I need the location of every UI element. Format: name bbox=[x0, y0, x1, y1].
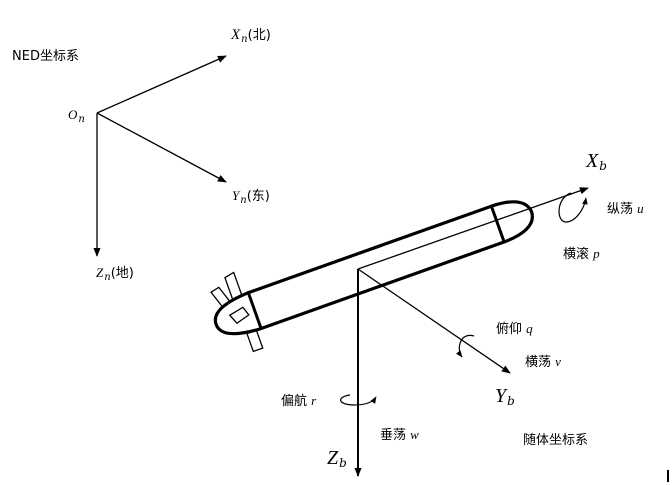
yaw-name: 偏航 bbox=[281, 394, 308, 409]
vehicle-fins bbox=[210, 271, 264, 353]
ned-y-subscript: n bbox=[240, 195, 247, 206]
heave-name: 垂荡 bbox=[380, 428, 407, 443]
ned-z-subscript: n bbox=[104, 272, 111, 283]
ned-y-direction: (东) bbox=[246, 189, 270, 204]
body-y-subscript: b bbox=[507, 394, 515, 408]
body-x-axis-label: Xb bbox=[586, 150, 607, 173]
underwater-vehicle bbox=[210, 200, 534, 353]
ned-z-direction: (地) bbox=[110, 266, 134, 281]
corner-mark bbox=[667, 470, 669, 482]
roll-label: 横滚 p bbox=[563, 247, 600, 261]
body-x-subscript: b bbox=[599, 159, 607, 173]
roll-name: 横滚 bbox=[563, 247, 590, 262]
sway-label: 横荡 v bbox=[525, 355, 561, 369]
body-y-axis-arrow bbox=[357, 268, 511, 374]
ned-x-axis-arrow bbox=[96, 55, 227, 114]
stern-plane bbox=[228, 306, 250, 325]
surge-label: 纵荡 u bbox=[607, 202, 644, 216]
vehicle-hull bbox=[213, 200, 534, 336]
sway-variable: v bbox=[555, 354, 561, 369]
heave-label: 垂荡 w bbox=[380, 428, 419, 442]
body-y-symbol: Y bbox=[495, 385, 507, 407]
surge-variable: u bbox=[637, 201, 644, 216]
ned-frame-title: NED坐标系 bbox=[12, 49, 79, 64]
body-z-axis-label: Zb bbox=[327, 447, 347, 470]
ned-origin-label: On bbox=[68, 107, 85, 125]
yaw-variable: r bbox=[311, 393, 317, 408]
hull-rear-band bbox=[247, 293, 263, 329]
ned-z-axis-label: Zn(地) bbox=[96, 265, 134, 283]
ned-axes bbox=[93, 55, 227, 257]
ned-x-symbol: X bbox=[231, 27, 241, 43]
body-x-symbol: X bbox=[586, 150, 599, 172]
heave-variable: w bbox=[410, 427, 419, 442]
ned-x-subscript: n bbox=[241, 34, 248, 45]
roll-rotation-arrow bbox=[558, 192, 588, 223]
body-frame-title: 随体坐标系 bbox=[523, 433, 589, 448]
ned-z-symbol: Z bbox=[96, 265, 104, 280]
body-x-axis-arrow bbox=[357, 187, 589, 270]
sway-name: 横荡 bbox=[525, 355, 552, 370]
ned-origin-subscript: n bbox=[78, 114, 85, 125]
body-axes bbox=[354, 187, 589, 477]
yaw-label: 偏航 r bbox=[281, 394, 316, 408]
pitch-rotation-arrow bbox=[455, 334, 475, 358]
ned-x-axis-label: Xn(北) bbox=[231, 27, 271, 45]
pitch-variable: q bbox=[526, 321, 533, 336]
body-y-axis-label: Yb bbox=[495, 385, 515, 408]
surge-name: 纵荡 bbox=[607, 202, 634, 217]
pitch-name: 俯仰 bbox=[496, 322, 523, 337]
pitch-label: 俯仰 q bbox=[496, 322, 533, 336]
ned-origin-symbol: O bbox=[68, 107, 78, 122]
hull-front-band bbox=[490, 206, 506, 242]
yaw-rotation-arrow bbox=[340, 394, 377, 406]
ned-x-direction: (北) bbox=[247, 28, 271, 43]
ned-y-axis-label: Yn(东) bbox=[232, 188, 270, 206]
roll-variable: p bbox=[593, 246, 600, 261]
body-z-symbol: Z bbox=[327, 447, 339, 469]
ned-y-axis-arrow bbox=[96, 112, 227, 183]
ned-y-symbol: Y bbox=[232, 188, 240, 203]
body-z-subscript: b bbox=[339, 456, 347, 470]
